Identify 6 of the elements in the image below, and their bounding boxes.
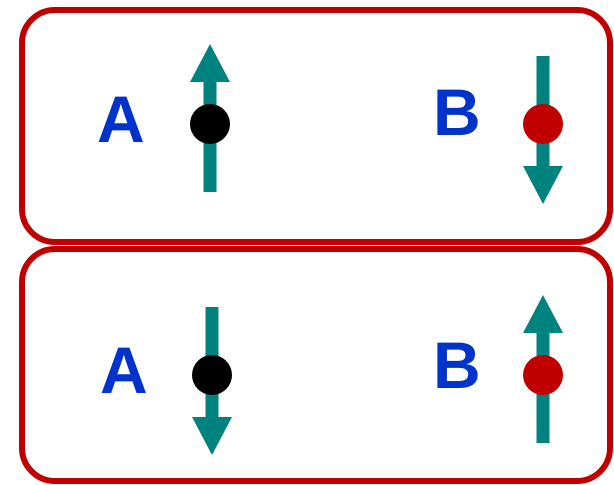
particle-label: B: [433, 79, 481, 145]
particle-label: B: [433, 332, 481, 398]
rounded-panel: [19, 246, 613, 484]
rounded-panel: [19, 7, 613, 245]
particle-label: A: [100, 337, 148, 403]
particle-label: A: [97, 86, 145, 152]
